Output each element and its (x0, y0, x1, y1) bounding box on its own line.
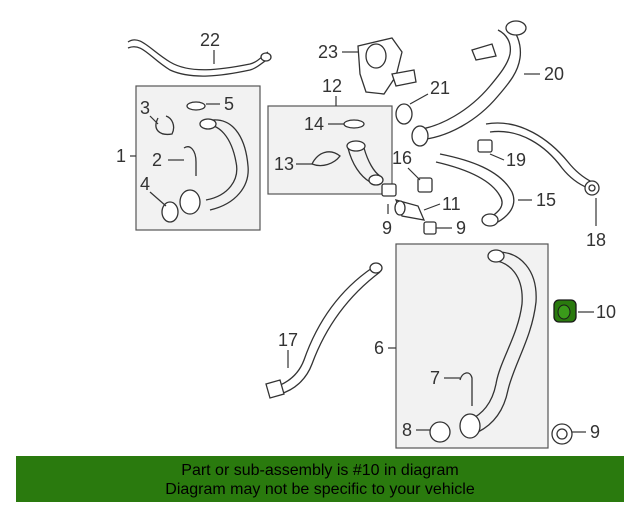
callout-10: 10 (596, 302, 616, 322)
part-11-connector[interactable] (394, 199, 426, 221)
part-13-clip[interactable] (311, 151, 341, 167)
part-17-pipe[interactable] (265, 262, 383, 399)
part-19-hose[interactable] (477, 122, 593, 189)
part-2-clip[interactable] (183, 146, 197, 176)
callout-7: 7 (430, 368, 440, 388)
callout-6: 6 (374, 338, 384, 358)
part-15-hose[interactable] (435, 153, 515, 227)
part-9-clamp-bottom[interactable] (551, 423, 573, 445)
callout-1: 1 (116, 146, 126, 166)
part-21-gasket[interactable] (395, 103, 413, 125)
part-14-ring[interactable] (343, 119, 365, 129)
callout-18: 18 (586, 230, 606, 250)
callout-13: 13 (274, 154, 294, 174)
leader-lines (130, 50, 597, 433)
banner-line-2: Diagram may not be specific to your vehi… (165, 481, 475, 498)
callout-20: 20 (544, 64, 564, 84)
part-10-highlighted[interactable] (553, 299, 577, 323)
banner-line-1: Part or sub-assembly is #10 in diagram (181, 462, 459, 479)
callout-5: 5 (224, 94, 234, 114)
part-8-ring[interactable] (429, 421, 451, 443)
group-box-6 (395, 243, 549, 449)
callout-21: 21 (430, 78, 450, 98)
part-7-clip[interactable] (459, 372, 473, 406)
callout-8: 8 (402, 420, 412, 440)
callout-2: 2 (152, 150, 162, 170)
callout-14: 14 (304, 114, 324, 134)
callout-23: 23 (318, 42, 338, 62)
callout-9-c: 9 (590, 422, 600, 442)
part-3-clip[interactable] (155, 115, 175, 136)
callout-9-b: 9 (456, 218, 466, 238)
callout-9-a: 9 (382, 218, 392, 238)
callout-4: 4 (140, 174, 150, 194)
part-20-hose[interactable] (411, 20, 527, 147)
callout-16: 16 (392, 148, 412, 168)
callout-19: 19 (506, 150, 526, 170)
info-banner: Part or sub-assembly is #10 in diagram D… (16, 456, 624, 502)
callout-15: 15 (536, 190, 556, 210)
part-23-housing[interactable] (357, 37, 417, 95)
callout-11: 11 (442, 194, 461, 214)
callout-3: 3 (140, 98, 150, 118)
part-22-pipe[interactable] (127, 39, 272, 77)
part-6-hose[interactable] (459, 249, 537, 439)
part-1-hose[interactable] (179, 118, 249, 215)
part-16-clamp[interactable] (417, 177, 433, 193)
callout-22: 22 (200, 30, 220, 50)
parts-diagram: 1 2 3 4 5 6 7 8 9 9 9 10 11 12 13 14 15 … (116, 20, 616, 449)
callout-12: 12 (322, 76, 342, 96)
callout-17: 17 (278, 330, 298, 350)
part-18-fitting[interactable] (584, 180, 600, 196)
part-5-ring[interactable] (186, 101, 206, 111)
part-4-ring[interactable] (161, 201, 179, 223)
part-12-hose[interactable] (346, 140, 384, 186)
